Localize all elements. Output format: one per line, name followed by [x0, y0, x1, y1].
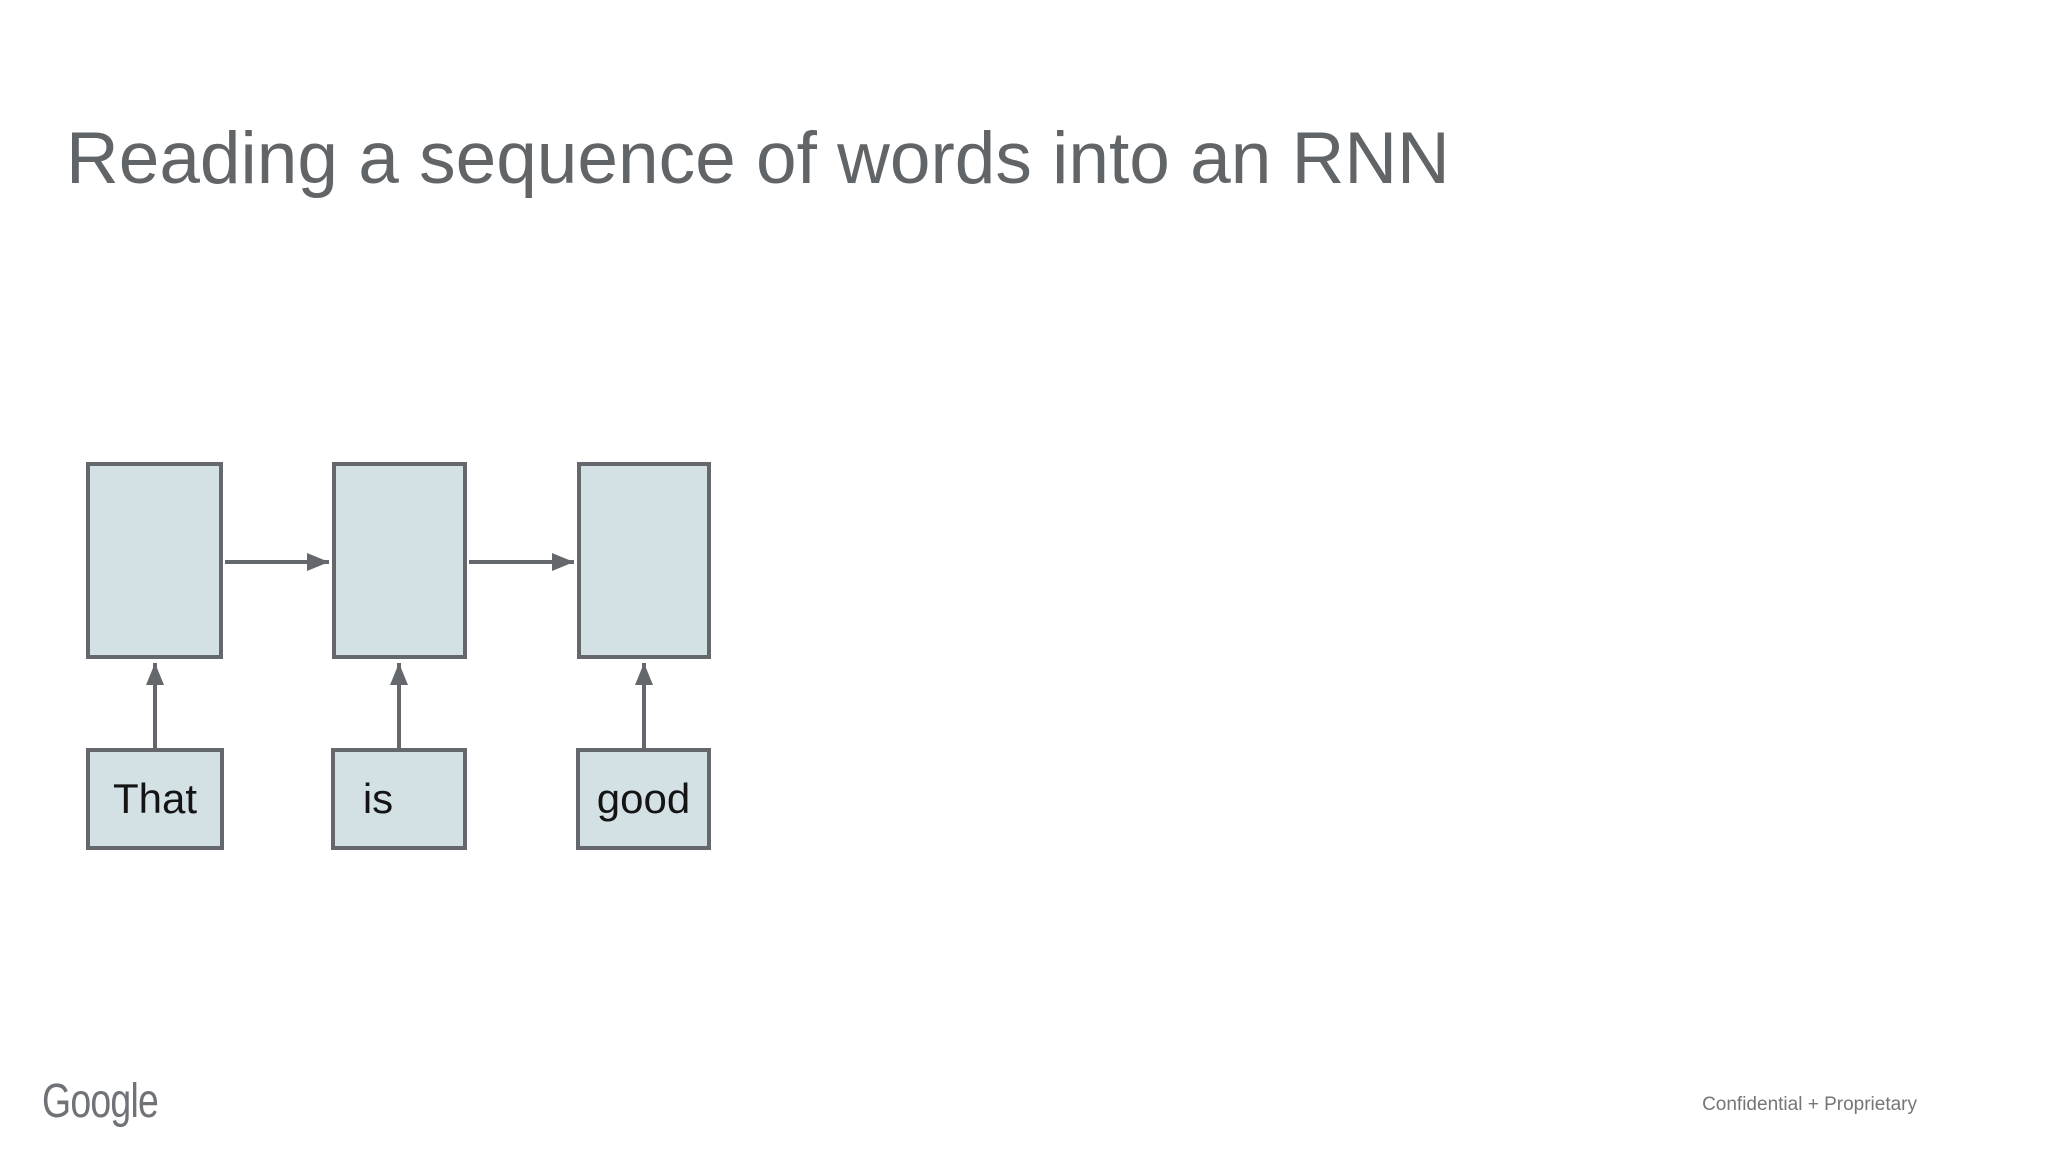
word-label-is: is — [362, 775, 394, 822]
word-box-is: is — [331, 748, 467, 850]
word-label-good: good — [596, 775, 691, 822]
rnn-cell-3 — [577, 462, 711, 659]
rnn-cell-2 — [332, 462, 467, 659]
slide-title: Reading a sequence of words into an RNN — [66, 118, 1450, 199]
word-box-that: That — [86, 748, 224, 850]
confidential-note: Confidential + Proprietary — [1702, 1094, 1917, 1115]
rnn-cell-1 — [86, 462, 223, 659]
word-box-good: good — [576, 748, 711, 850]
word-label-that: That — [112, 775, 198, 822]
google-logo: Google — [42, 1075, 159, 1128]
